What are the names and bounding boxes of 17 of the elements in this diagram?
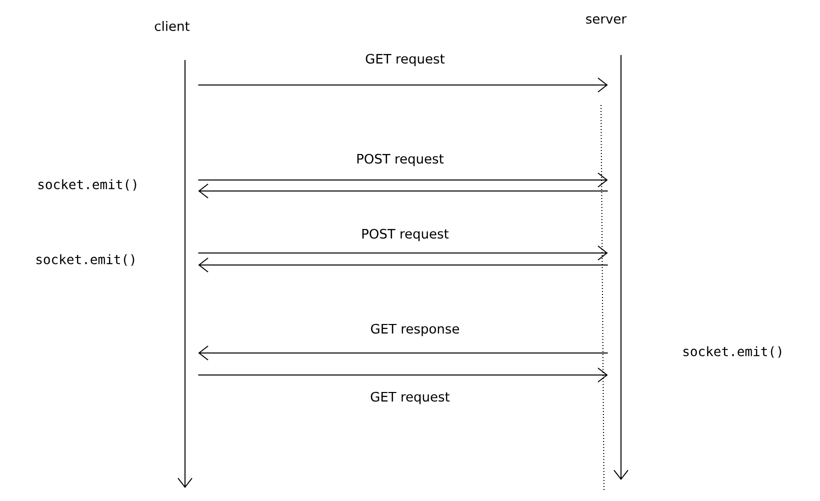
message-arrow <box>198 184 608 198</box>
code-label: socket.emit() <box>36 254 134 266</box>
code-label: socket.emit() <box>683 346 782 358</box>
message-arrow <box>198 172 608 188</box>
edge-label: GET response <box>371 324 460 336</box>
edge-label: GET request <box>366 54 445 66</box>
lifeline: client <box>154 20 192 488</box>
edge-label: POST request <box>357 154 444 166</box>
message-arrow <box>198 258 608 272</box>
edge-label: GET request <box>370 392 450 404</box>
lifeline: server <box>586 16 628 480</box>
message-arrow <box>198 368 608 382</box>
edge-label: POST request <box>362 228 449 242</box>
code-label: socket.emit() <box>38 179 136 191</box>
message-arrow <box>198 346 608 360</box>
message-arrow <box>198 246 608 260</box>
message-arrow <box>198 78 608 92</box>
